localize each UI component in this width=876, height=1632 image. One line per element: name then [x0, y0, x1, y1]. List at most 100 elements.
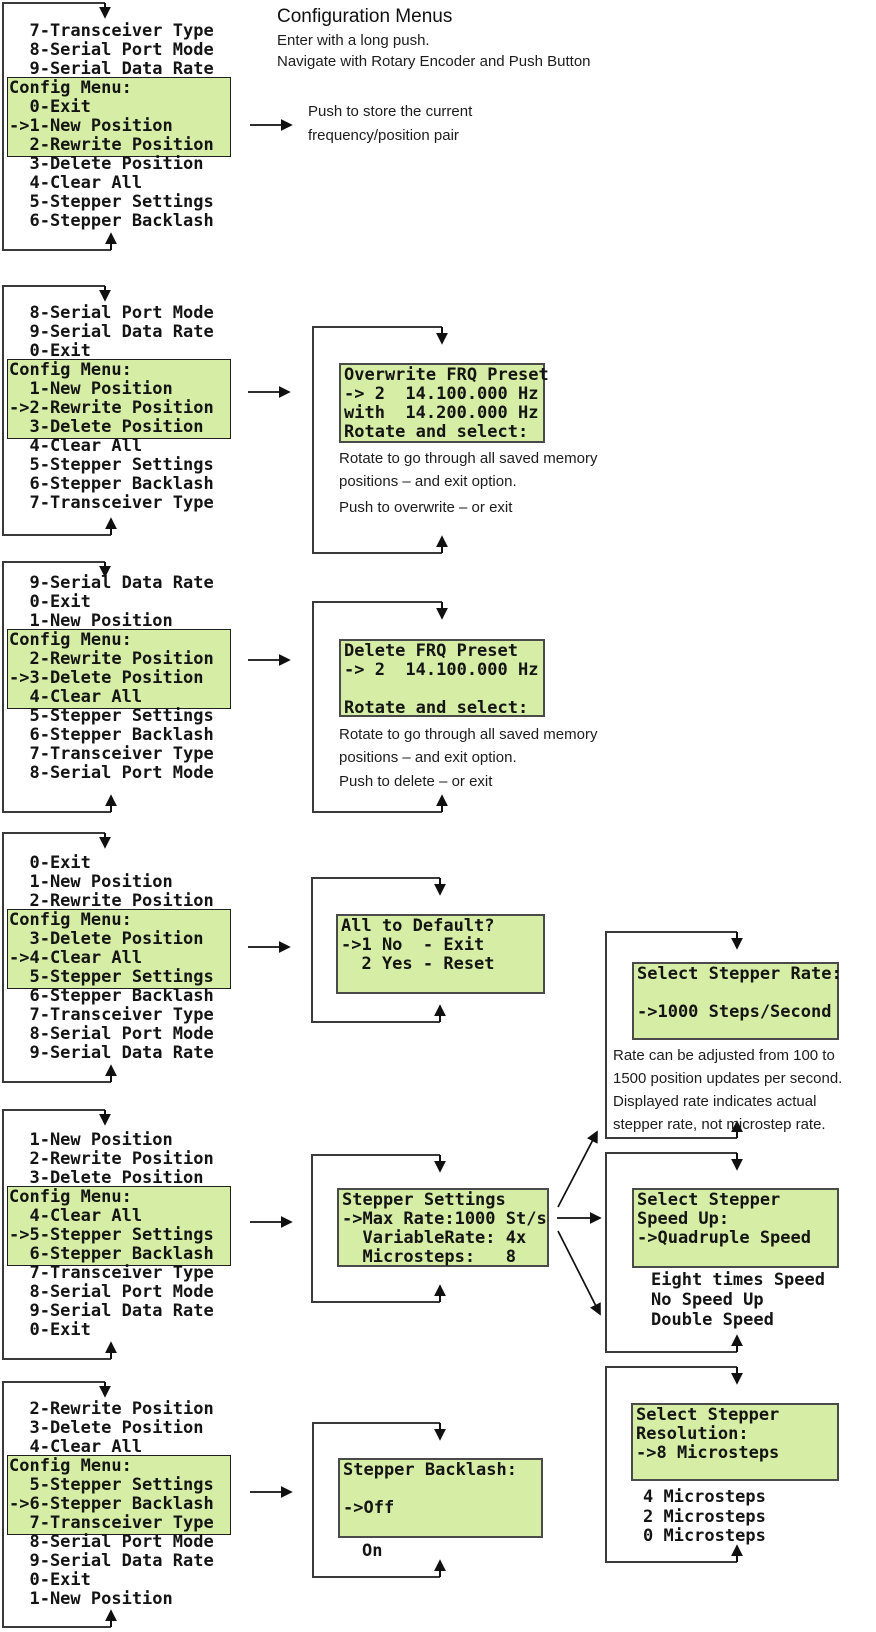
panel-caption-line: stepper rate, not microstep rate. [613, 1116, 826, 1133]
menu-item: 8-Serial Port Mode [9, 1532, 214, 1552]
flow-arrow [557, 1230, 601, 1316]
menu-item: 2-Rewrite Position [9, 1399, 214, 1419]
menu-item: 6-Stepper Backlash [9, 725, 214, 745]
lcd-line: Microsteps: 8 [342, 1247, 516, 1267]
panel-loop-line [311, 877, 440, 1023]
menu-item: 7-Transceiver Type [9, 21, 214, 41]
lcd-line [637, 1022, 837, 1041]
menu-item: 3-Delete Position [9, 1168, 204, 1188]
menu-item: 0-Exit [9, 853, 91, 873]
menu-item: 0-Exit [9, 1320, 91, 1340]
page-title: Configuration Menus [277, 6, 453, 27]
panel-option: Eight times Speed [651, 1270, 825, 1290]
lcd-line: 2 Yes - Reset [341, 954, 495, 974]
menu-loop-line [2, 285, 111, 536]
menu-lcd-line: ->6-Stepper Backlash [9, 1494, 214, 1514]
header-subtitle-enter: Enter with a long push. [277, 32, 430, 49]
header-subtitle-navigate: Navigate with Rotary Encoder and Push Bu… [277, 53, 591, 70]
menu-lcd-line: Config Menu: [9, 78, 132, 98]
menu-item: 6-Stepper Backlash [9, 211, 214, 231]
menu-lcd-line: 0-Exit [9, 97, 91, 117]
lcd-line: Delete FRQ Preset [344, 641, 518, 661]
config-menu-lcd [7, 77, 231, 157]
menu-lcd-line: Config Menu: [9, 1187, 132, 1207]
panel-loop-line [312, 601, 442, 813]
store-note-line1: Push to store the current [308, 103, 473, 120]
lcd-line [637, 1248, 837, 1267]
lcd-line: ->8 Microsteps [636, 1443, 780, 1463]
panel-loop-line [312, 326, 442, 554]
menu-item: 6-Stepper Backlash [9, 986, 214, 1006]
menu-item: 7-Transceiver Type [9, 493, 214, 513]
lcd-line: Select Stepper Rate: [637, 964, 842, 984]
menu-item: 8-Serial Port Mode [9, 1024, 214, 1044]
menu-lcd-line: 5-Stepper Settings [9, 1475, 214, 1495]
lcd-display-backlash: Stepper Backlash: ->Off [338, 1458, 543, 1538]
lcd-line: Resolution: [636, 1424, 749, 1444]
panel-caption-line: Rate can be adjusted from 100 to [613, 1047, 835, 1064]
panel-option: No Speed Up [651, 1290, 764, 1310]
menu-lcd-line: ->5-Stepper Settings [9, 1225, 214, 1245]
panel-caption-line: positions – and exit option. [339, 749, 517, 766]
menu-item: 0-Exit [9, 1570, 91, 1590]
config-menu-lcd [7, 909, 231, 989]
menu-item: 3-Delete Position [9, 154, 204, 174]
panel-loop-line [311, 1154, 440, 1303]
panel-caption-line: positions – and exit option. [339, 473, 517, 490]
menu-item: 1-New Position [9, 1130, 173, 1150]
flow-arrow [557, 1130, 598, 1208]
menu-item: 4-Clear All [9, 1437, 143, 1457]
lcd-line [344, 680, 543, 699]
lcd-display-settings: Stepper Settings->Max Rate:1000 St/s Var… [337, 1188, 549, 1267]
lcd-line: ->Off [343, 1498, 395, 1518]
menu-item: 4-Clear All [9, 173, 143, 193]
lcd-line: with 14.200.000 Hz [344, 403, 539, 423]
panel-loop-line [605, 1152, 737, 1353]
lcd-display-all_default: All to Default?->1 No - Exit 2 Yes - Res… [336, 914, 545, 994]
menu-item: 7-Transceiver Type [9, 744, 214, 764]
menu-loop-line [2, 832, 111, 1083]
panel-caption-line: Rotate to go through all saved memory [339, 450, 598, 467]
config-menu-lcd [7, 1455, 231, 1535]
panel-loop-line [312, 1422, 440, 1578]
menu-item: 2-Rewrite Position [9, 891, 214, 911]
menu-item: 9-Serial Data Rate [9, 59, 214, 79]
panel-option: 2 Microsteps [643, 1506, 766, 1527]
lcd-line: VariableRate: 4x [342, 1228, 527, 1248]
menu-item: 1-New Position [9, 611, 173, 631]
lcd-line: Rotate and select: [344, 698, 529, 718]
menu-lcd-line: 2-Rewrite Position [9, 135, 214, 155]
menu-loop-line [2, 2, 111, 251]
lcd-line: Stepper Backlash: [343, 1460, 517, 1480]
lcd-line [343, 1518, 541, 1537]
menu-item: 8-Serial Port Mode [9, 763, 214, 783]
menu-item: 5-Stepper Settings [9, 455, 214, 475]
lcd-line [637, 984, 837, 1003]
menu-item: 8-Serial Port Mode [9, 303, 214, 323]
menu-item: 3-Delete Position [9, 1418, 204, 1438]
config-menu-lcd [7, 1186, 231, 1266]
lcd-line: -> 2 14.100.000 Hz [344, 384, 539, 404]
store-note-line2: frequency/position pair [308, 127, 459, 144]
menu-lcd-line: Config Menu: [9, 1456, 132, 1476]
menu-item: 9-Serial Data Rate [9, 322, 214, 342]
menu-item: 9-Serial Data Rate [9, 573, 214, 593]
lcd-line: Stepper Settings [342, 1190, 506, 1210]
menu-item: 5-Stepper Settings [9, 706, 214, 726]
lcd-line: Select Stepper [637, 1190, 781, 1210]
menu-item: 8-Serial Port Mode [9, 40, 214, 60]
panel-caption-line: 1500 position updates per second. [613, 1070, 843, 1087]
panel-loop-line [605, 931, 737, 1139]
lcd-line [341, 974, 543, 993]
menu-lcd-line: 3-Delete Position [9, 417, 204, 437]
menu-lcd-line: ->2-Rewrite Position [9, 398, 214, 418]
menu-item: 1-New Position [9, 1589, 173, 1609]
menu-item: 5-Stepper Settings [9, 192, 214, 212]
lcd-line [636, 1463, 837, 1482]
menu-lcd-line: 5-Stepper Settings [9, 967, 214, 987]
